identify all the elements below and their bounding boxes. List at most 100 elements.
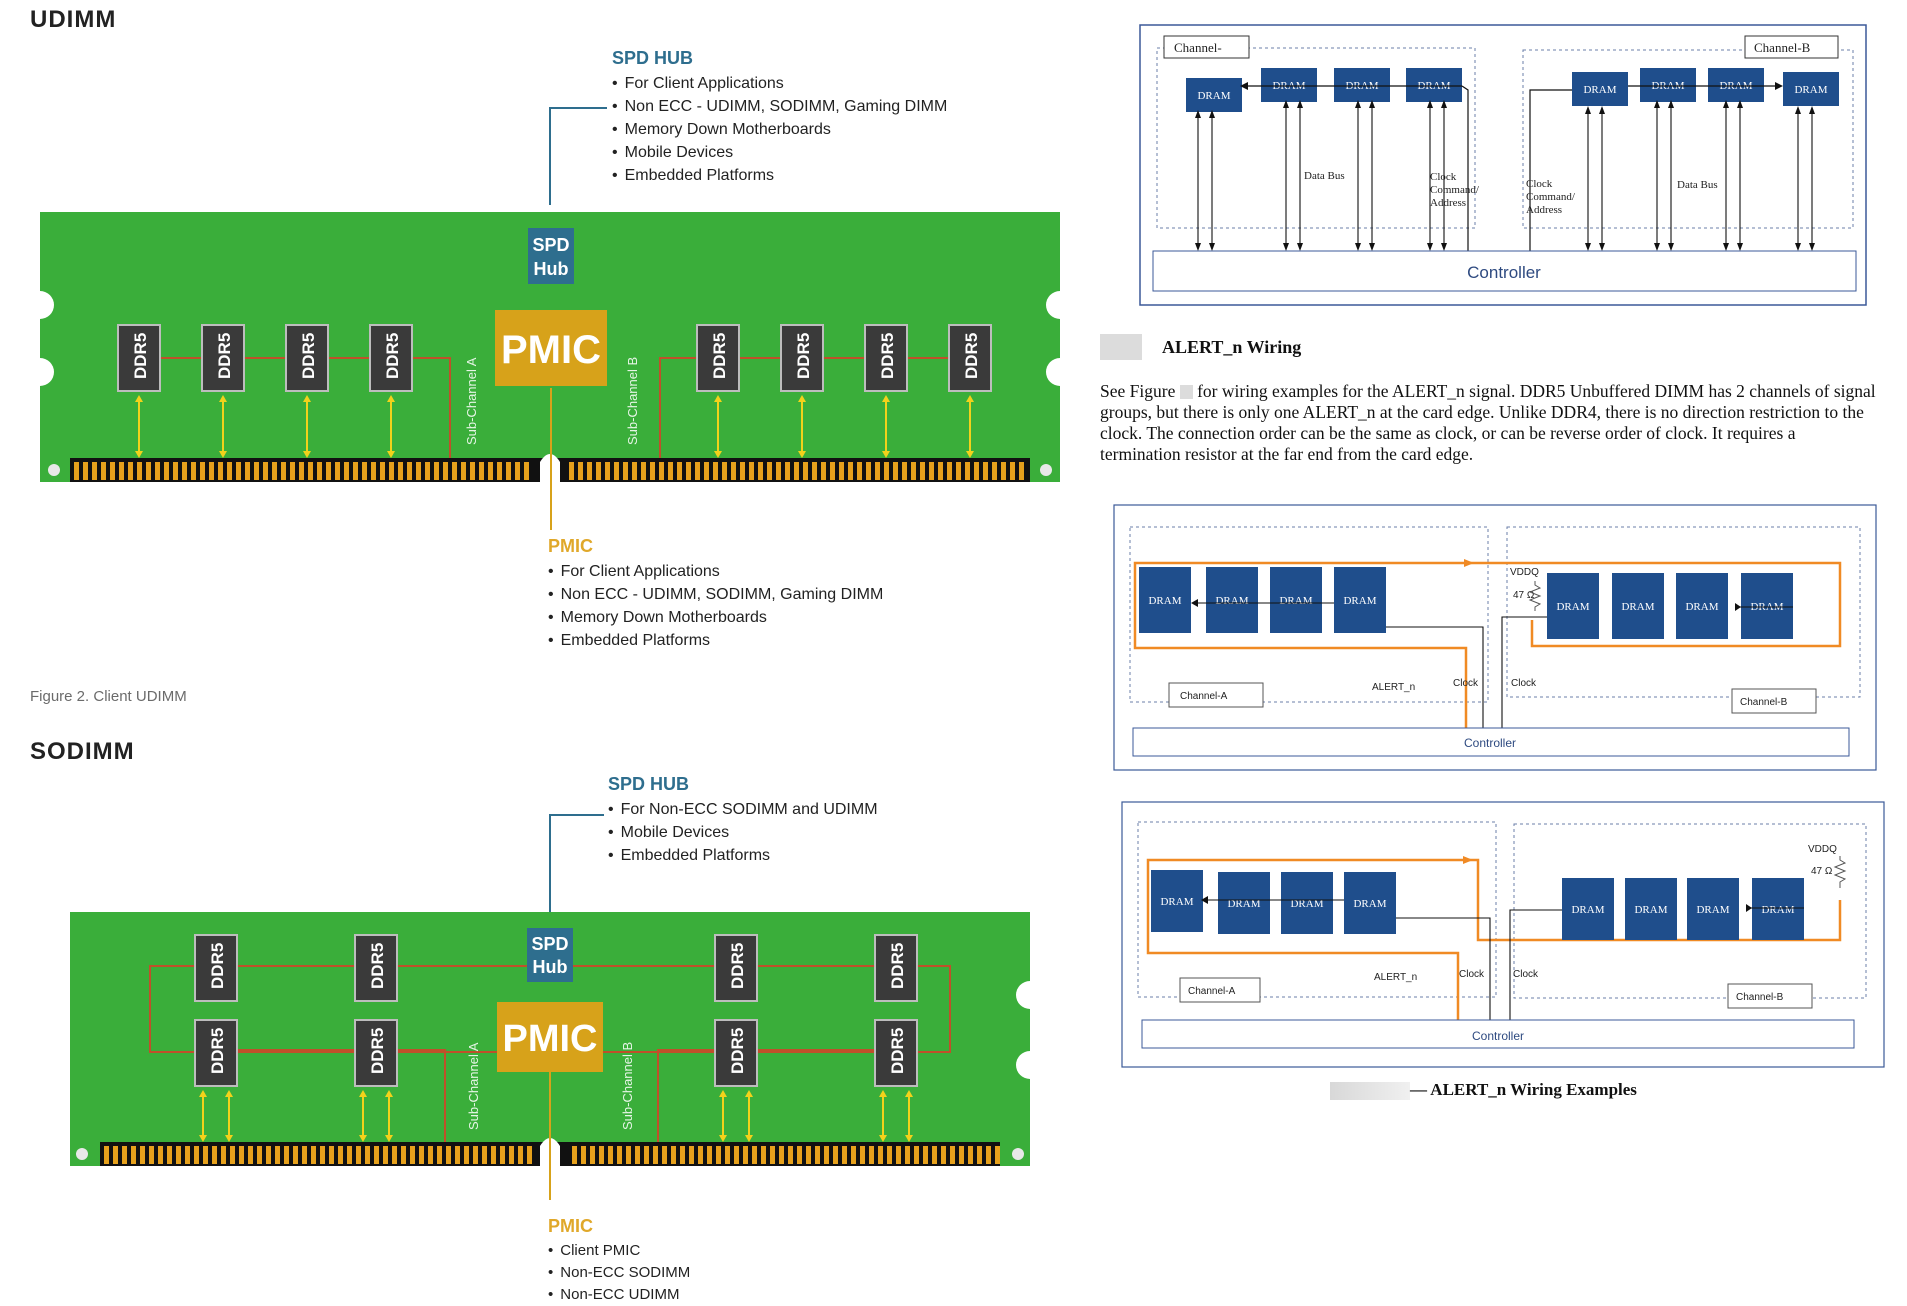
pmic-chip-label: PMIC [501, 328, 601, 372]
arrow-head [1463, 856, 1473, 864]
connector-pin [815, 1146, 820, 1164]
ddr5-chip [354, 934, 398, 1002]
connector-pin [500, 1146, 505, 1164]
connector-pin [374, 1146, 379, 1164]
ddr5-chip [874, 1019, 918, 1087]
dram-chip [1281, 872, 1333, 934]
connector-pin [725, 1146, 730, 1164]
dram-chip [1406, 68, 1462, 102]
connector-pin [875, 462, 880, 480]
connector-pin [578, 462, 583, 480]
dram-chip [1547, 573, 1599, 639]
pcb-notch [26, 291, 54, 319]
udimm-spd-callout: SPD HUB For Client Applications Non ECC … [612, 48, 947, 187]
ddr5-chip-label: DDR5 [962, 333, 981, 379]
connector-pin [401, 1146, 406, 1164]
dram-label: DRAM [1279, 595, 1312, 607]
connector-pin [626, 1146, 631, 1164]
connector-pin [884, 462, 889, 480]
connector-pin [866, 462, 871, 480]
channel-b-box [1506, 526, 1861, 698]
connector-pin [590, 1146, 595, 1164]
udimm-pmic-callout: PMIC For Client Applications Non ECC - U… [548, 536, 883, 652]
connector-pin [266, 1146, 271, 1164]
subchannel-a-label: Sub-Channel A [466, 1042, 481, 1130]
ddr5-chip [714, 1019, 758, 1087]
list-item: Embedded Platforms [612, 164, 947, 187]
resistor-icon [1528, 581, 1542, 611]
alert-n-label: ALERT_n [1372, 682, 1415, 693]
ddr5-chip-label: DDR5 [794, 333, 813, 379]
connector-pin [74, 462, 79, 480]
connector-pin [122, 1146, 127, 1164]
arrow-head [1191, 599, 1198, 607]
channel-a-box [1137, 821, 1497, 998]
spd-chip-label: Hub [534, 259, 569, 279]
alert-paragraph-pre: See Figure [1100, 381, 1176, 401]
ddr5-chip [194, 934, 238, 1002]
mounting-hole [48, 464, 60, 476]
arrow-head [905, 1090, 913, 1097]
connector-pin [191, 462, 196, 480]
section-number-placeholder [1100, 334, 1142, 360]
dram-chip [1752, 878, 1804, 940]
connector-pin [779, 1146, 784, 1164]
connector-pin [932, 1146, 937, 1164]
sodimm-pmic-callout: PMIC Client PMIC Non-ECC SODIMM Non-ECC … [548, 1216, 690, 1306]
connector-pin [614, 462, 619, 480]
arrow-head [1737, 100, 1743, 108]
arrow-head [135, 451, 143, 458]
arrow-head [798, 451, 806, 458]
connector-pin [254, 462, 259, 480]
connector-pin [83, 462, 88, 480]
connector-pin [506, 462, 511, 480]
connector-pin [230, 1146, 235, 1164]
list-item: For Client Applications [612, 72, 947, 95]
ddr5-chip-label: DDR5 [888, 943, 907, 989]
spd-leader-line [549, 107, 607, 205]
list-item: Memory Down Motherboards [612, 118, 947, 141]
connector-pin [347, 1146, 352, 1164]
connector-pin [302, 1146, 307, 1164]
alert-trace [1146, 858, 1473, 1029]
controller-label: Controller [1467, 263, 1541, 282]
ddr5-chip [864, 324, 908, 392]
resistor-icon [1833, 856, 1847, 888]
connector-pin [353, 462, 358, 480]
udimm-heading: UDIMM [30, 6, 117, 33]
alert-trace [1480, 561, 1842, 648]
dram-label: DRAM [1556, 601, 1589, 613]
connector-pin [824, 1146, 829, 1164]
connector-pin [803, 462, 808, 480]
connector-pin [284, 1146, 289, 1164]
connector-pin [173, 462, 178, 480]
clock-label: Clock [1513, 969, 1539, 980]
connector-pin [920, 462, 925, 480]
connector-pin [428, 1146, 433, 1164]
connector-pin [1010, 462, 1015, 480]
arrow-head [1795, 106, 1801, 114]
connector-pin [569, 462, 574, 480]
connector-pin [806, 1146, 811, 1164]
connector-pin [182, 462, 187, 480]
pcb-notch [26, 358, 54, 386]
arrow-head [135, 395, 143, 402]
arrow-head [879, 1090, 887, 1097]
channel-a-tag [1168, 682, 1264, 708]
arrow-head [359, 1090, 367, 1097]
connector-pin [653, 1146, 658, 1164]
connector-pin [698, 1146, 703, 1164]
connector-pin [965, 462, 970, 480]
resistor-label: 47 Ω [1811, 866, 1833, 877]
ddr5-chip-label: DDR5 [368, 1028, 387, 1074]
dram-label: DRAM [1634, 904, 1667, 916]
connector-pin [860, 1146, 865, 1164]
connector-pin [623, 462, 628, 480]
connector-pin [128, 462, 133, 480]
connector-pin [671, 1146, 676, 1164]
data-bus-label: Data Bus [1677, 179, 1718, 191]
arrow-head [1355, 243, 1361, 251]
dram-label: DRAM [1227, 898, 1260, 910]
connector-pin [1019, 462, 1024, 480]
ddr5-chip-label: DDR5 [208, 943, 227, 989]
